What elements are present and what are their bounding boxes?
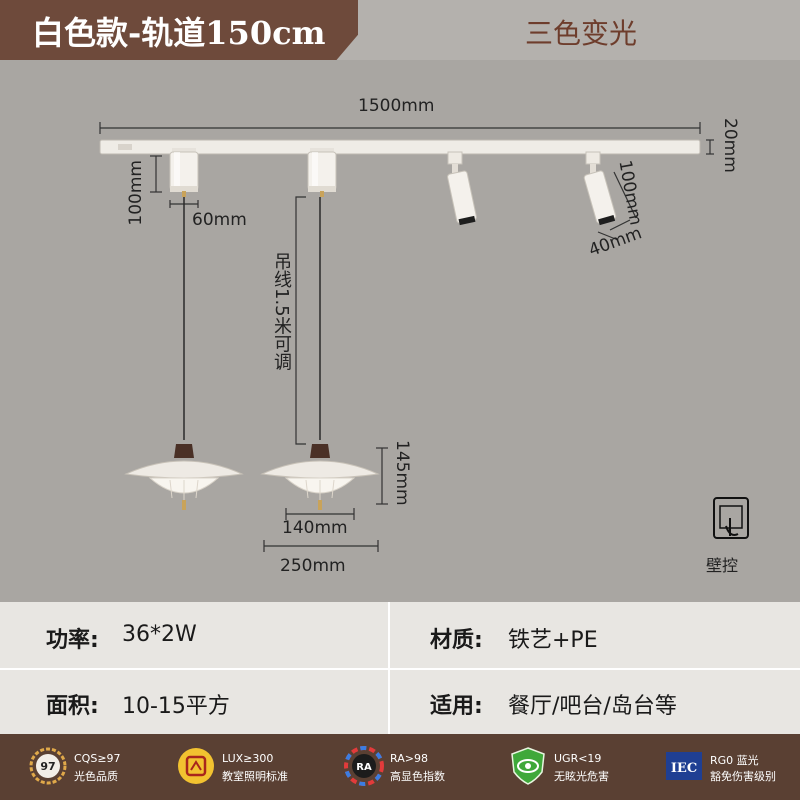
- iec-icon-text: IEC: [671, 761, 697, 776]
- badge-lux-line2: 教室照明标准: [222, 770, 288, 783]
- usage-value: 餐厅/吧台/岛台等: [508, 694, 677, 719]
- track-tilt-spot-right: [583, 151, 617, 226]
- usage-label: 适用:: [430, 694, 483, 719]
- pendant-lamp-left: [124, 444, 244, 510]
- power-label: 功率:: [46, 628, 99, 653]
- pendant-height-dim-line: [376, 447, 388, 505]
- badge-ugr-line2: 无眩光危害: [554, 770, 609, 783]
- badge-ugr-line1: UGR<19: [554, 752, 602, 765]
- track-tilt-spot-left: [447, 151, 477, 226]
- track-spot-left: [169, 148, 199, 197]
- spot-width-label: 60mm: [192, 210, 247, 230]
- badge-iec-line2: 豁免伤害级别: [710, 770, 776, 783]
- track-height-dim-line: [706, 139, 714, 155]
- power-value: 36*2W: [122, 622, 197, 647]
- pendant-outer-width-dim-line: [263, 540, 379, 552]
- ra-icon-text: RA: [356, 762, 372, 773]
- area-label: 面积:: [46, 694, 99, 719]
- badge-lux-line1: LUX≥300: [222, 752, 274, 765]
- wall-control-label: 壁控: [706, 556, 739, 575]
- cable-length-dim-line: [295, 196, 306, 445]
- spec-table: 功率: 36*2W 材质: 铁艺+PE 面积: 10-15平方 适用: 餐厅/吧…: [0, 602, 800, 734]
- lux-icon: [178, 748, 214, 784]
- track-spot-middle: [307, 148, 337, 197]
- area-value: 10-15平方: [122, 694, 230, 719]
- track-length-dim-line: [99, 122, 701, 134]
- eye-shield-icon: [511, 747, 545, 785]
- spot-height-dim-line: [150, 155, 162, 193]
- pendant-outer-width-label: 250mm: [280, 556, 346, 576]
- header-bar: 白色款-轨道150cm 三色变光: [0, 0, 800, 60]
- badge-cqs-line1: CQS≥97: [74, 752, 121, 765]
- badge-cqs-line2: 光色品质: [74, 770, 118, 783]
- ra-icon: RA: [344, 746, 384, 786]
- spec-divider-horizontal: [0, 668, 800, 670]
- pendant-inner-width-dim-line: [285, 508, 355, 520]
- wall-switch-icon: [713, 497, 749, 539]
- badge-ra-line2: 高显色指数: [390, 770, 445, 783]
- badge-ra-line1: RA>98: [390, 752, 428, 765]
- material-label: 材质:: [430, 628, 483, 653]
- tilt-spot-dim-lines: [597, 171, 637, 241]
- badge-iec-line1: RG0 蓝光: [710, 754, 759, 767]
- pendant-inner-width-label: 140mm: [282, 518, 348, 538]
- cable-note-label: 吊线1.5米可调: [271, 252, 292, 371]
- spot-height-label: 100mm: [126, 160, 146, 226]
- title-tab: [0, 0, 358, 60]
- light-mode-label: 三色变光: [524, 17, 637, 50]
- pendant-lamp-right: [260, 444, 380, 510]
- certification-footer: 97 CQS≥97 光色品质 LUX≥300 教室照明标准 RA RA>98 高…: [0, 734, 800, 800]
- product-title: 白色款-轨道150cm: [32, 14, 326, 52]
- cqs-icon-text: 97: [40, 760, 55, 773]
- track-height-label: 20mm: [720, 118, 740, 173]
- cqs-icon: 97: [29, 747, 67, 785]
- track-rail: [99, 139, 701, 155]
- iec-icon: IEC: [666, 752, 702, 780]
- track-length-label: 1500mm: [358, 96, 435, 116]
- material-value: 铁艺+PE: [508, 628, 598, 653]
- product-illustration: [99, 122, 749, 552]
- pendant-height-label: 145mm: [392, 440, 412, 506]
- header-right: 三色变光: [362, 0, 800, 60]
- product-diagram: 1500mm 20mm 100mm 60mm 100mm 40mm 吊线1.5米…: [0, 60, 800, 602]
